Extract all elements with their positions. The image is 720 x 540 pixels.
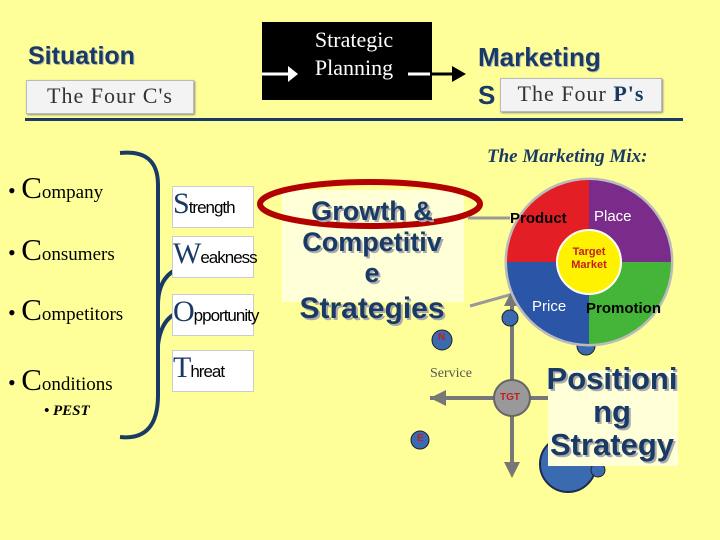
marketing-title: Marketing xyxy=(478,42,601,72)
pest-label: • PEST xyxy=(44,403,90,419)
n-label: N xyxy=(438,332,446,343)
four-ps-logo: The Four P's xyxy=(500,78,662,112)
header-divider xyxy=(25,118,683,121)
strategy-title-partial: S xyxy=(478,80,496,110)
pie-product-label: Product xyxy=(510,210,567,227)
c-conditions: • Conditions xyxy=(8,362,113,397)
four-ps-logo-p: P's xyxy=(613,81,645,106)
swot-threat: Threat xyxy=(172,350,254,392)
tgt-label: TGT xyxy=(500,392,520,403)
strategies-label: Strategies xyxy=(299,292,445,325)
tgt-node xyxy=(493,379,531,417)
growth-strategies-label: Growth & Competitiv e xyxy=(302,196,442,288)
marketing-mix-pie xyxy=(504,177,674,347)
situation-title: Situation xyxy=(28,42,135,70)
service-label: Service xyxy=(430,366,472,381)
swot-weakness: Weakness xyxy=(172,236,258,278)
strategic-planning-label: Strategic Planning xyxy=(296,26,412,82)
strategic-planning-line1: Strategic xyxy=(314,27,394,52)
strategic-planning-box xyxy=(262,22,432,100)
c-company: • Company xyxy=(8,170,104,205)
pie-center xyxy=(556,229,622,295)
four-ps-logo-main: The Four xyxy=(517,81,614,106)
pie-promotion-label: Promotion xyxy=(586,300,661,317)
positioning-strategy-label: Positioni ng Strategy xyxy=(546,361,678,462)
c-competitors: • Competitors xyxy=(8,292,124,327)
strategic-arrows xyxy=(262,66,466,82)
e-label: E xyxy=(417,433,424,444)
map-node-left xyxy=(410,430,430,450)
positioning-box xyxy=(548,370,678,466)
pie-place-label: Place xyxy=(594,208,632,225)
n-node xyxy=(431,329,453,351)
marketing-mix-title: The Marketing Mix: xyxy=(487,146,648,167)
pie-center-label: Target Market xyxy=(571,246,607,271)
swot-strength: Strength xyxy=(172,186,254,228)
c-consumers: • Consumers xyxy=(8,232,115,267)
highlight-ellipse xyxy=(257,179,483,229)
growth-box xyxy=(282,190,464,302)
pie-price-label: Price xyxy=(532,298,567,315)
swot-opportunity: Opportunity xyxy=(172,294,259,336)
strategic-planning-line2: Planning xyxy=(314,55,394,80)
left-arrow-icon xyxy=(262,66,298,82)
map-node-top xyxy=(501,309,519,327)
four-cs-logo: The Four C's xyxy=(26,80,194,114)
